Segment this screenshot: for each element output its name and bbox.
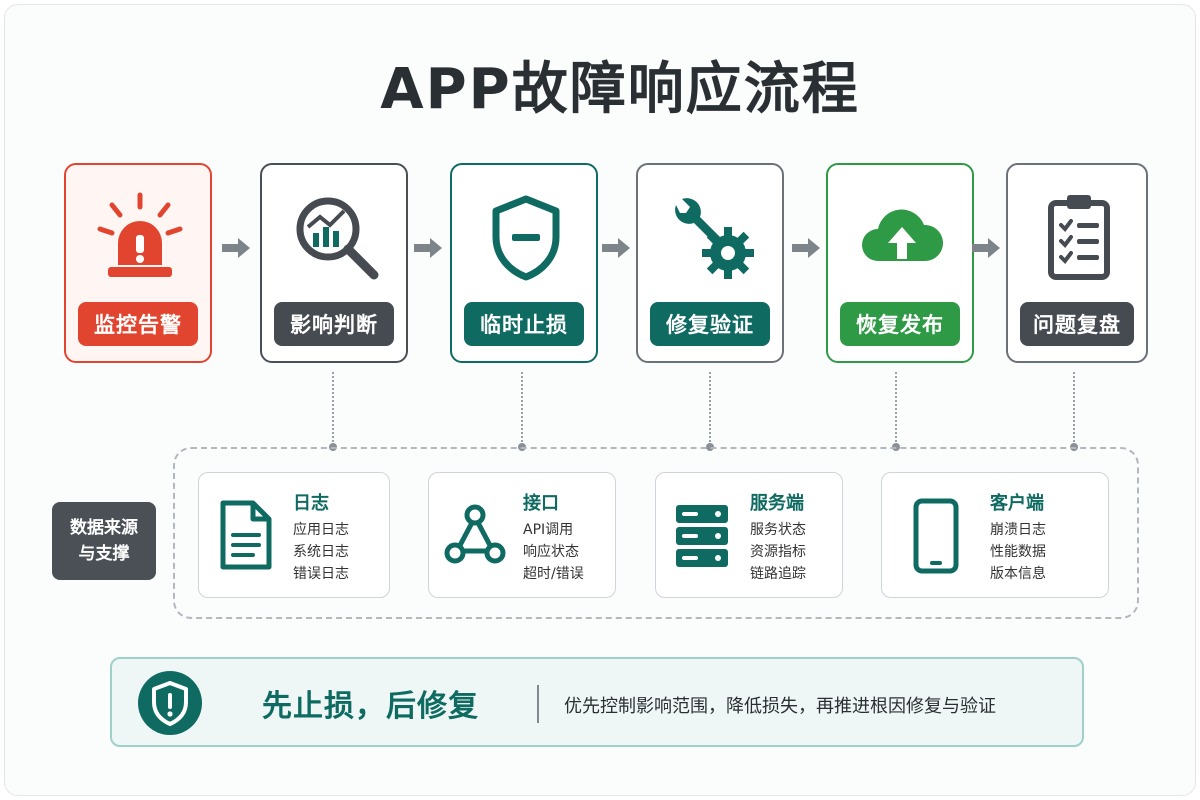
card-title: 客户端: [990, 493, 1044, 514]
alarm-siren-icon: [97, 192, 183, 277]
wrench-gear-icon: [675, 198, 754, 279]
step-impact-assessment: 影响判断: [260, 163, 408, 363]
banner-description: 优先控制影响范围，降低损失，再推进根因修复与验证: [564, 696, 996, 717]
step-restore-release: 恢复发布: [826, 163, 974, 363]
card-item: API调用: [523, 522, 574, 538]
shield-minus-icon: [492, 195, 560, 281]
server-icon: [676, 505, 728, 567]
card-item: 崩溃日志: [990, 522, 1046, 538]
banner-headline: 先止损，后修复: [262, 689, 479, 724]
card-item: 版本信息: [990, 566, 1046, 582]
card-items: 服务状态 资源指标 链路追踪: [750, 519, 806, 585]
support-card-server: 服务端 服务状态 资源指标 链路追踪: [655, 472, 843, 598]
support-card-logs: 日志 应用日志 系统日志 错误日志: [198, 472, 390, 598]
cloud-upload-icon: [862, 209, 944, 261]
dotted-connector: [706, 372, 714, 451]
support-label-line: 数据来源: [70, 518, 138, 538]
card-items: 崩溃日志 性能数据 版本信息: [990, 519, 1046, 585]
dotted-connector: [1070, 372, 1078, 451]
magnifier-chart-icon: [296, 197, 379, 280]
step-postmortem: 问题复盘: [1006, 163, 1148, 363]
flow-arrow-icon: [414, 238, 442, 258]
card-item: 链路追踪: [750, 566, 806, 582]
document-icon: [220, 500, 272, 570]
banner-separator: [537, 685, 539, 723]
step-label: 恢复发布: [840, 302, 960, 346]
card-item: 应用日志: [293, 522, 349, 538]
card-title: 接口: [523, 493, 559, 514]
support-card-client: 客户端 崩溃日志 性能数据 版本信息: [881, 472, 1109, 598]
card-item: 响应状态: [523, 544, 579, 560]
card-title: 服务端: [750, 493, 804, 514]
step-label: 影响判断: [274, 302, 394, 346]
support-dashed-box: [173, 447, 1139, 619]
dotted-connector: [892, 372, 900, 451]
network-nodes-icon: [444, 504, 506, 564]
card-item: 系统日志: [293, 544, 349, 560]
step-label: 修复验证: [650, 302, 770, 346]
smartphone-icon: [913, 498, 959, 574]
flow-arrow-icon: [792, 238, 820, 258]
support-section-label: 数据来源 与支撑: [52, 502, 156, 580]
card-item: 错误日志: [293, 566, 349, 582]
card-items: 应用日志 系统日志 错误日志: [293, 519, 349, 585]
principle-banner: 先止损，后修复 优先控制影响范围，降低损失，再推进根因修复与验证: [110, 657, 1084, 747]
step-monitor-alert: 监控告警: [64, 163, 212, 363]
support-label-line: 与支撑: [78, 544, 130, 564]
clipboard-checklist-icon: [1048, 195, 1110, 280]
card-item: 性能数据: [990, 544, 1046, 560]
flow-arrow-icon: [972, 238, 1000, 258]
support-card-api: 接口 API调用 响应状态 超时/错误: [428, 472, 616, 598]
step-temporary-mitigation: 临时止损: [450, 163, 598, 363]
dotted-connector: [518, 372, 526, 451]
shield-alert-icon: [138, 671, 202, 735]
flow-arrow-icon: [222, 238, 250, 258]
dotted-connector: [329, 372, 337, 451]
step-label: 监控告警: [78, 302, 198, 346]
card-item: 服务状态: [750, 522, 806, 538]
card-item: 超时/错误: [523, 566, 584, 582]
step-label: 临时止损: [464, 302, 584, 346]
page-title: APP故障响应流程: [380, 57, 860, 122]
flow-arrow-icon: [602, 238, 630, 258]
card-item: 资源指标: [750, 544, 806, 560]
card-title: 日志: [293, 493, 329, 514]
step-label: 问题复盘: [1020, 302, 1134, 346]
card-items: API调用 响应状态 超时/错误: [523, 519, 584, 585]
step-fix-verify: 修复验证: [636, 163, 784, 363]
